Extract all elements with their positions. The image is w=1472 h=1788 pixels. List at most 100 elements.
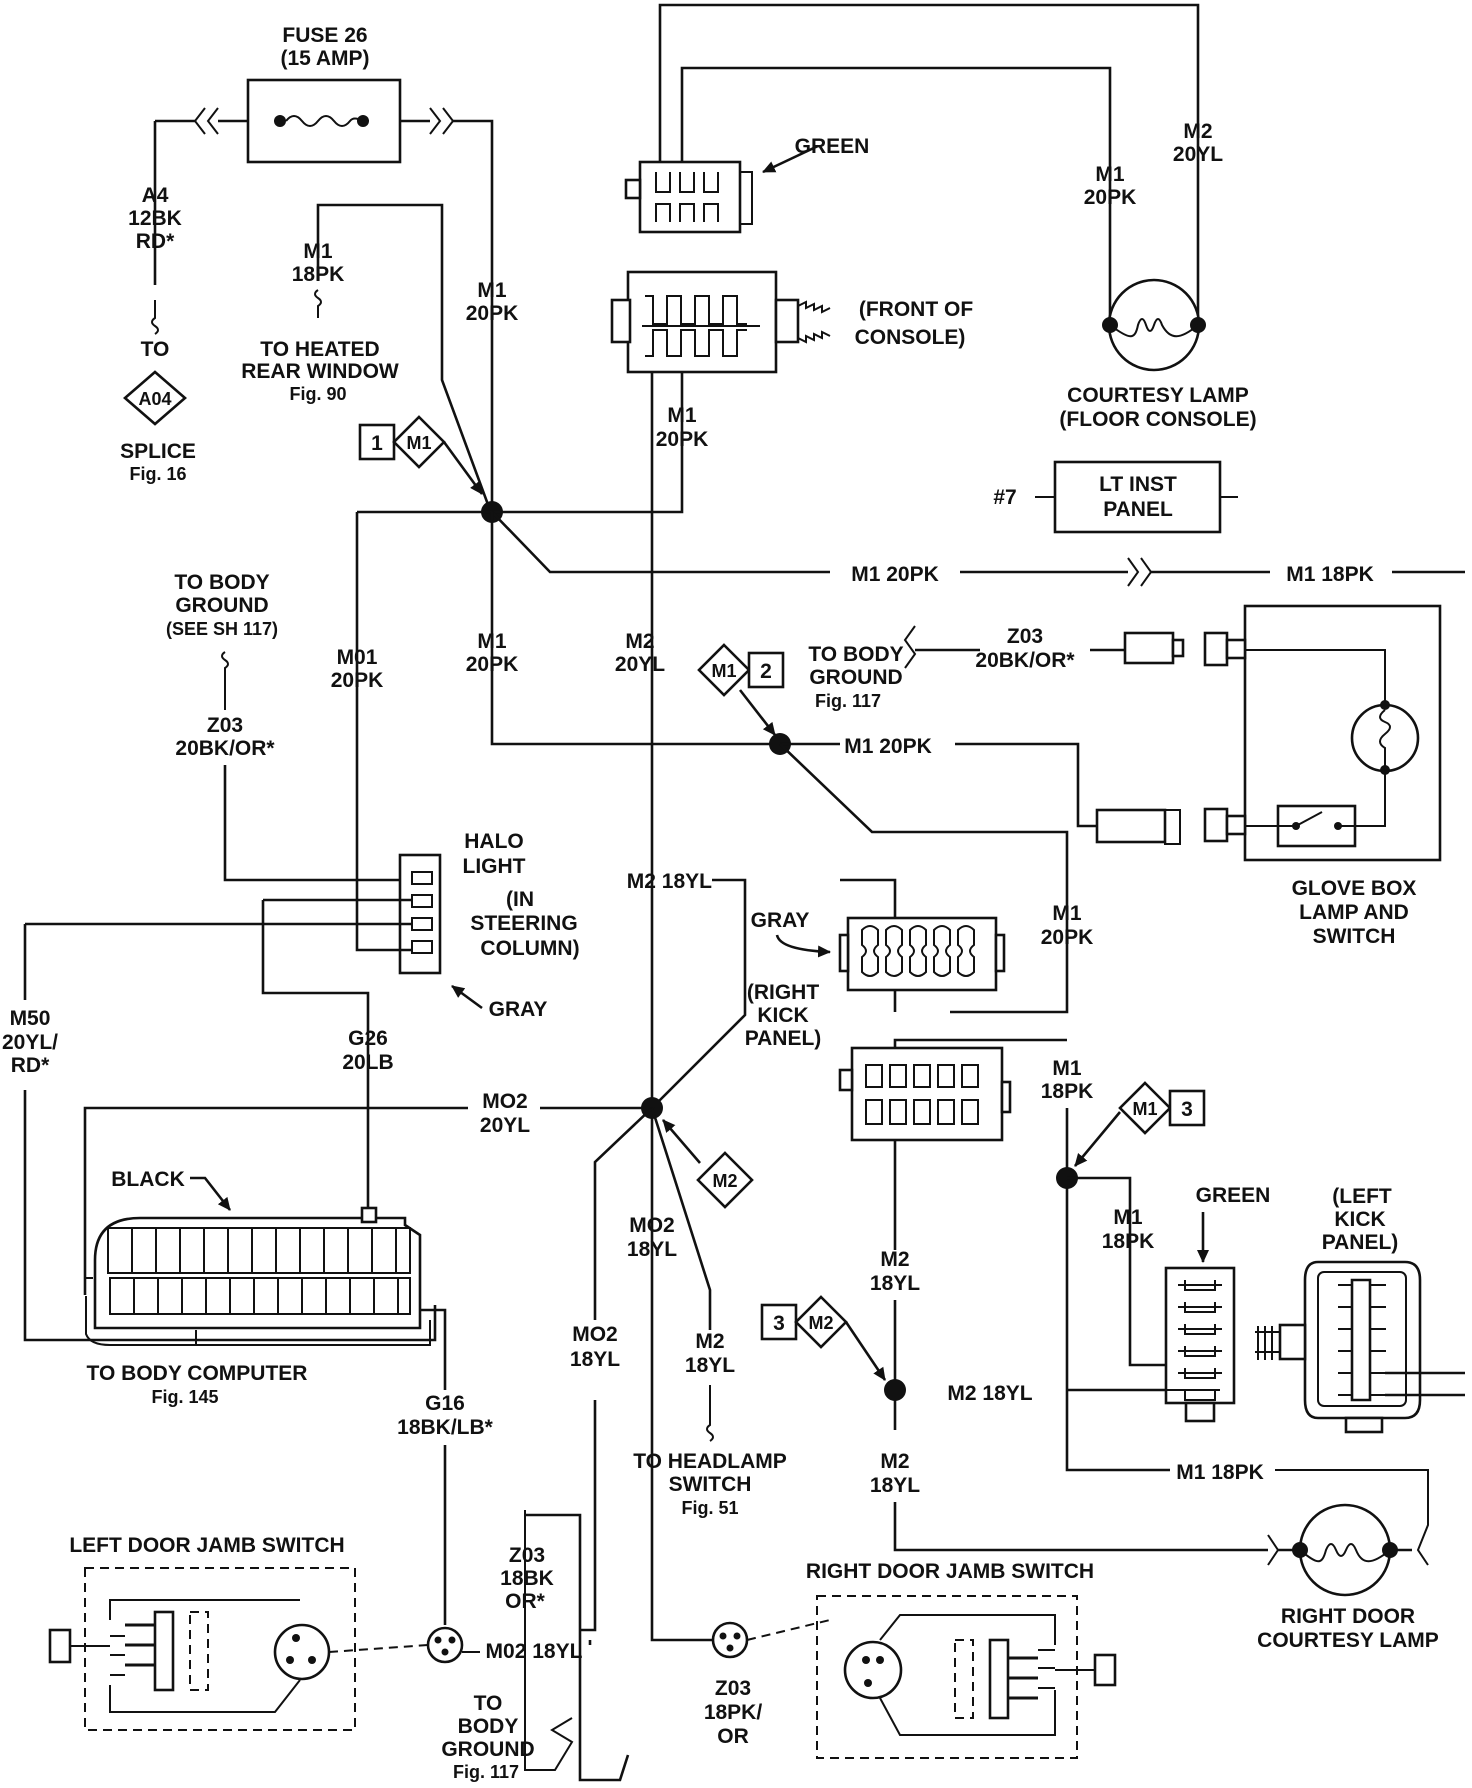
diagram-label: Fig. 90 bbox=[289, 384, 346, 404]
diagram-label: RIGHT DOOR bbox=[1281, 1605, 1415, 1628]
m1-20pk-feed-right: M1 20PK M1 18PK bbox=[491, 511, 1465, 587]
diagram-label: GROUND bbox=[809, 666, 902, 689]
diagram-label: LAMP AND bbox=[1299, 901, 1409, 924]
right-door-jamb-switch: RIGHT DOOR JAMB SWITCH bbox=[806, 1560, 1117, 1759]
diagram-label: LT INST bbox=[1099, 473, 1177, 496]
diagram-label: 20YL bbox=[480, 1114, 530, 1137]
diagram-label: M2 18YL bbox=[947, 1382, 1032, 1405]
diagram-label: Fig. 117 bbox=[815, 691, 881, 711]
body-computer-connector: BLACK TO BODY COMPUTER Fig. 145 bbox=[85, 1168, 447, 1407]
diagram-label: M1 20PK bbox=[844, 735, 932, 758]
diagram-label: COURTESY LAMP bbox=[1257, 1629, 1439, 1652]
diagram-label: MO2 bbox=[572, 1323, 618, 1346]
diagram-label: 18PK bbox=[1102, 1230, 1155, 1253]
diagram-label: M2 bbox=[880, 1450, 909, 1473]
diagram-label: 18PK/ bbox=[704, 1701, 763, 1724]
tag-1-m1: 1 M1 bbox=[358, 415, 484, 495]
diagram-label: G16 bbox=[425, 1392, 465, 1415]
diagram-label: 12BK bbox=[128, 207, 182, 230]
a4-feed: A4 12BK RD* TO A04 SPLICE Fig. 16 bbox=[120, 121, 196, 484]
diagram-label: LIGHT bbox=[463, 855, 526, 878]
diagram-label: (IN bbox=[506, 888, 534, 911]
diagram-label: KICK bbox=[1334, 1208, 1385, 1231]
diagram-label: 20PK bbox=[466, 302, 519, 325]
diagram-label: (FRONT OF bbox=[859, 298, 973, 321]
diagram-label: M2 bbox=[712, 1171, 737, 1191]
diagram-label: 18YL bbox=[685, 1354, 735, 1377]
diagram-label: GROUND bbox=[175, 594, 268, 617]
diagram-label: 18YL bbox=[870, 1474, 920, 1497]
diagram-label: SWITCH bbox=[669, 1473, 752, 1496]
diagram-label: Fig. 16 bbox=[129, 464, 186, 484]
diagram-label: 18YL bbox=[570, 1348, 620, 1371]
diagram-label: A4 bbox=[142, 184, 169, 207]
diagram-label: (FLOOR CONSOLE) bbox=[1059, 408, 1256, 431]
diagram-label: 20PK bbox=[1041, 926, 1094, 949]
diagram-label: KICK bbox=[757, 1004, 808, 1027]
fuse-icon bbox=[246, 78, 402, 164]
lt-inst-panel: #7 LT INST PANEL bbox=[993, 460, 1238, 534]
diagram-label: M2 18YL bbox=[627, 870, 712, 893]
diagram-label: Fig. 117 bbox=[453, 1762, 519, 1782]
diagram-label: 20YL bbox=[1173, 143, 1223, 166]
diagram-label: PANEL bbox=[1103, 498, 1173, 521]
diagram-label: M1 bbox=[1095, 163, 1124, 186]
m1-20pk-console-wire bbox=[357, 352, 684, 514]
diagram-label: M2 bbox=[695, 1330, 724, 1353]
diagram-label: M1 bbox=[1113, 1206, 1142, 1229]
diagram-label: 20PK bbox=[331, 669, 384, 692]
diagram-label: Z03 bbox=[715, 1677, 751, 1700]
diagram-label: REAR WINDOW bbox=[241, 360, 399, 383]
diagram-label: 20YL/ bbox=[2, 1031, 58, 1054]
diagram-label: 18BK bbox=[500, 1567, 554, 1590]
diagram-label: 20BK/OR* bbox=[975, 649, 1075, 672]
tag-3-m2: 3 M2 M2 18YL M2 18YL bbox=[760, 1295, 1268, 1552]
diagram-label: 18BK/LB* bbox=[397, 1416, 494, 1439]
diagram-label: STEERING bbox=[470, 912, 577, 935]
diagram-label: (RIGHT bbox=[747, 981, 819, 1004]
diagram-label: TO BODY bbox=[808, 643, 903, 666]
diagram-label: M1 bbox=[406, 433, 431, 453]
diagram-label: COLUMN) bbox=[480, 937, 579, 960]
diagram-label: 3 bbox=[1181, 1098, 1193, 1121]
diagram-label: 18YL bbox=[627, 1238, 677, 1261]
diagram-label: (SEE SH 117) bbox=[166, 619, 278, 639]
diagram-label: TO bbox=[141, 338, 170, 361]
diagram-label: SWITCH bbox=[1313, 925, 1396, 948]
console-connectors: GREEN (FRONT OF CONSOLE) M1 20PK bbox=[610, 3, 1200, 451]
diagram-label: M01 bbox=[337, 646, 378, 669]
diagram-label: MO2 bbox=[482, 1090, 528, 1113]
diagram-label: M1 20PK bbox=[851, 563, 939, 586]
diagram-label: GROUND bbox=[441, 1738, 534, 1761]
diagram-label: OR bbox=[717, 1725, 749, 1748]
diagram-label: M1 bbox=[667, 404, 696, 427]
diagram-label: GRAY bbox=[489, 998, 548, 1021]
diagram-label: RIGHT DOOR JAMB SWITCH bbox=[806, 1560, 1094, 1583]
diagram-label: PANEL) bbox=[745, 1027, 822, 1050]
fuse-26: FUSE 26 (15 AMP) bbox=[155, 24, 494, 515]
diagram-label: #7 bbox=[993, 486, 1016, 509]
diagram-label: TO HEADLAMP bbox=[633, 1450, 787, 1473]
diagram-label: (LEFT bbox=[1332, 1185, 1392, 1208]
diagram-label: BLACK bbox=[111, 1168, 185, 1191]
diagram-label: Z03 bbox=[1007, 625, 1043, 648]
left-socket: M02 18YL Z03 18BK OR* TO BODY GROUND Fig… bbox=[426, 1510, 630, 1782]
diagram-label: GREEN bbox=[1196, 1184, 1271, 1207]
diagram-label: M02 18YL bbox=[486, 1640, 583, 1663]
left-kick-feed: M1 18PK M1 3 M1 18PK GREEN bbox=[1041, 1057, 1271, 1472]
jamb-switch-icon bbox=[843, 1640, 903, 1700]
diagram-label: M2 bbox=[625, 630, 654, 653]
diagram-label: 18PK bbox=[1041, 1080, 1094, 1103]
heated-window-feed: M1 18PK TO HEATED REAR WINDOW Fig. 90 M1… bbox=[241, 203, 519, 511]
diagram-label: Fig. 145 bbox=[151, 1387, 218, 1407]
z03-left-ground: TO BODY GROUND (SEE SH 117) Z03 20BK/OR* bbox=[166, 571, 412, 882]
right-socket: Z03 18PK/ OR bbox=[704, 1619, 831, 1748]
diagram-label: OR* bbox=[505, 1590, 546, 1613]
diagram-label: SPLICE bbox=[120, 440, 196, 463]
diagram-label: GRAY bbox=[751, 909, 810, 932]
diagram-label: M2 bbox=[808, 1313, 833, 1333]
diagram-label: M1 bbox=[1132, 1099, 1157, 1119]
diagram-label: 1 bbox=[371, 432, 383, 455]
diagram-label: HALO bbox=[464, 830, 524, 853]
tag-m2: M2 bbox=[662, 1119, 754, 1209]
